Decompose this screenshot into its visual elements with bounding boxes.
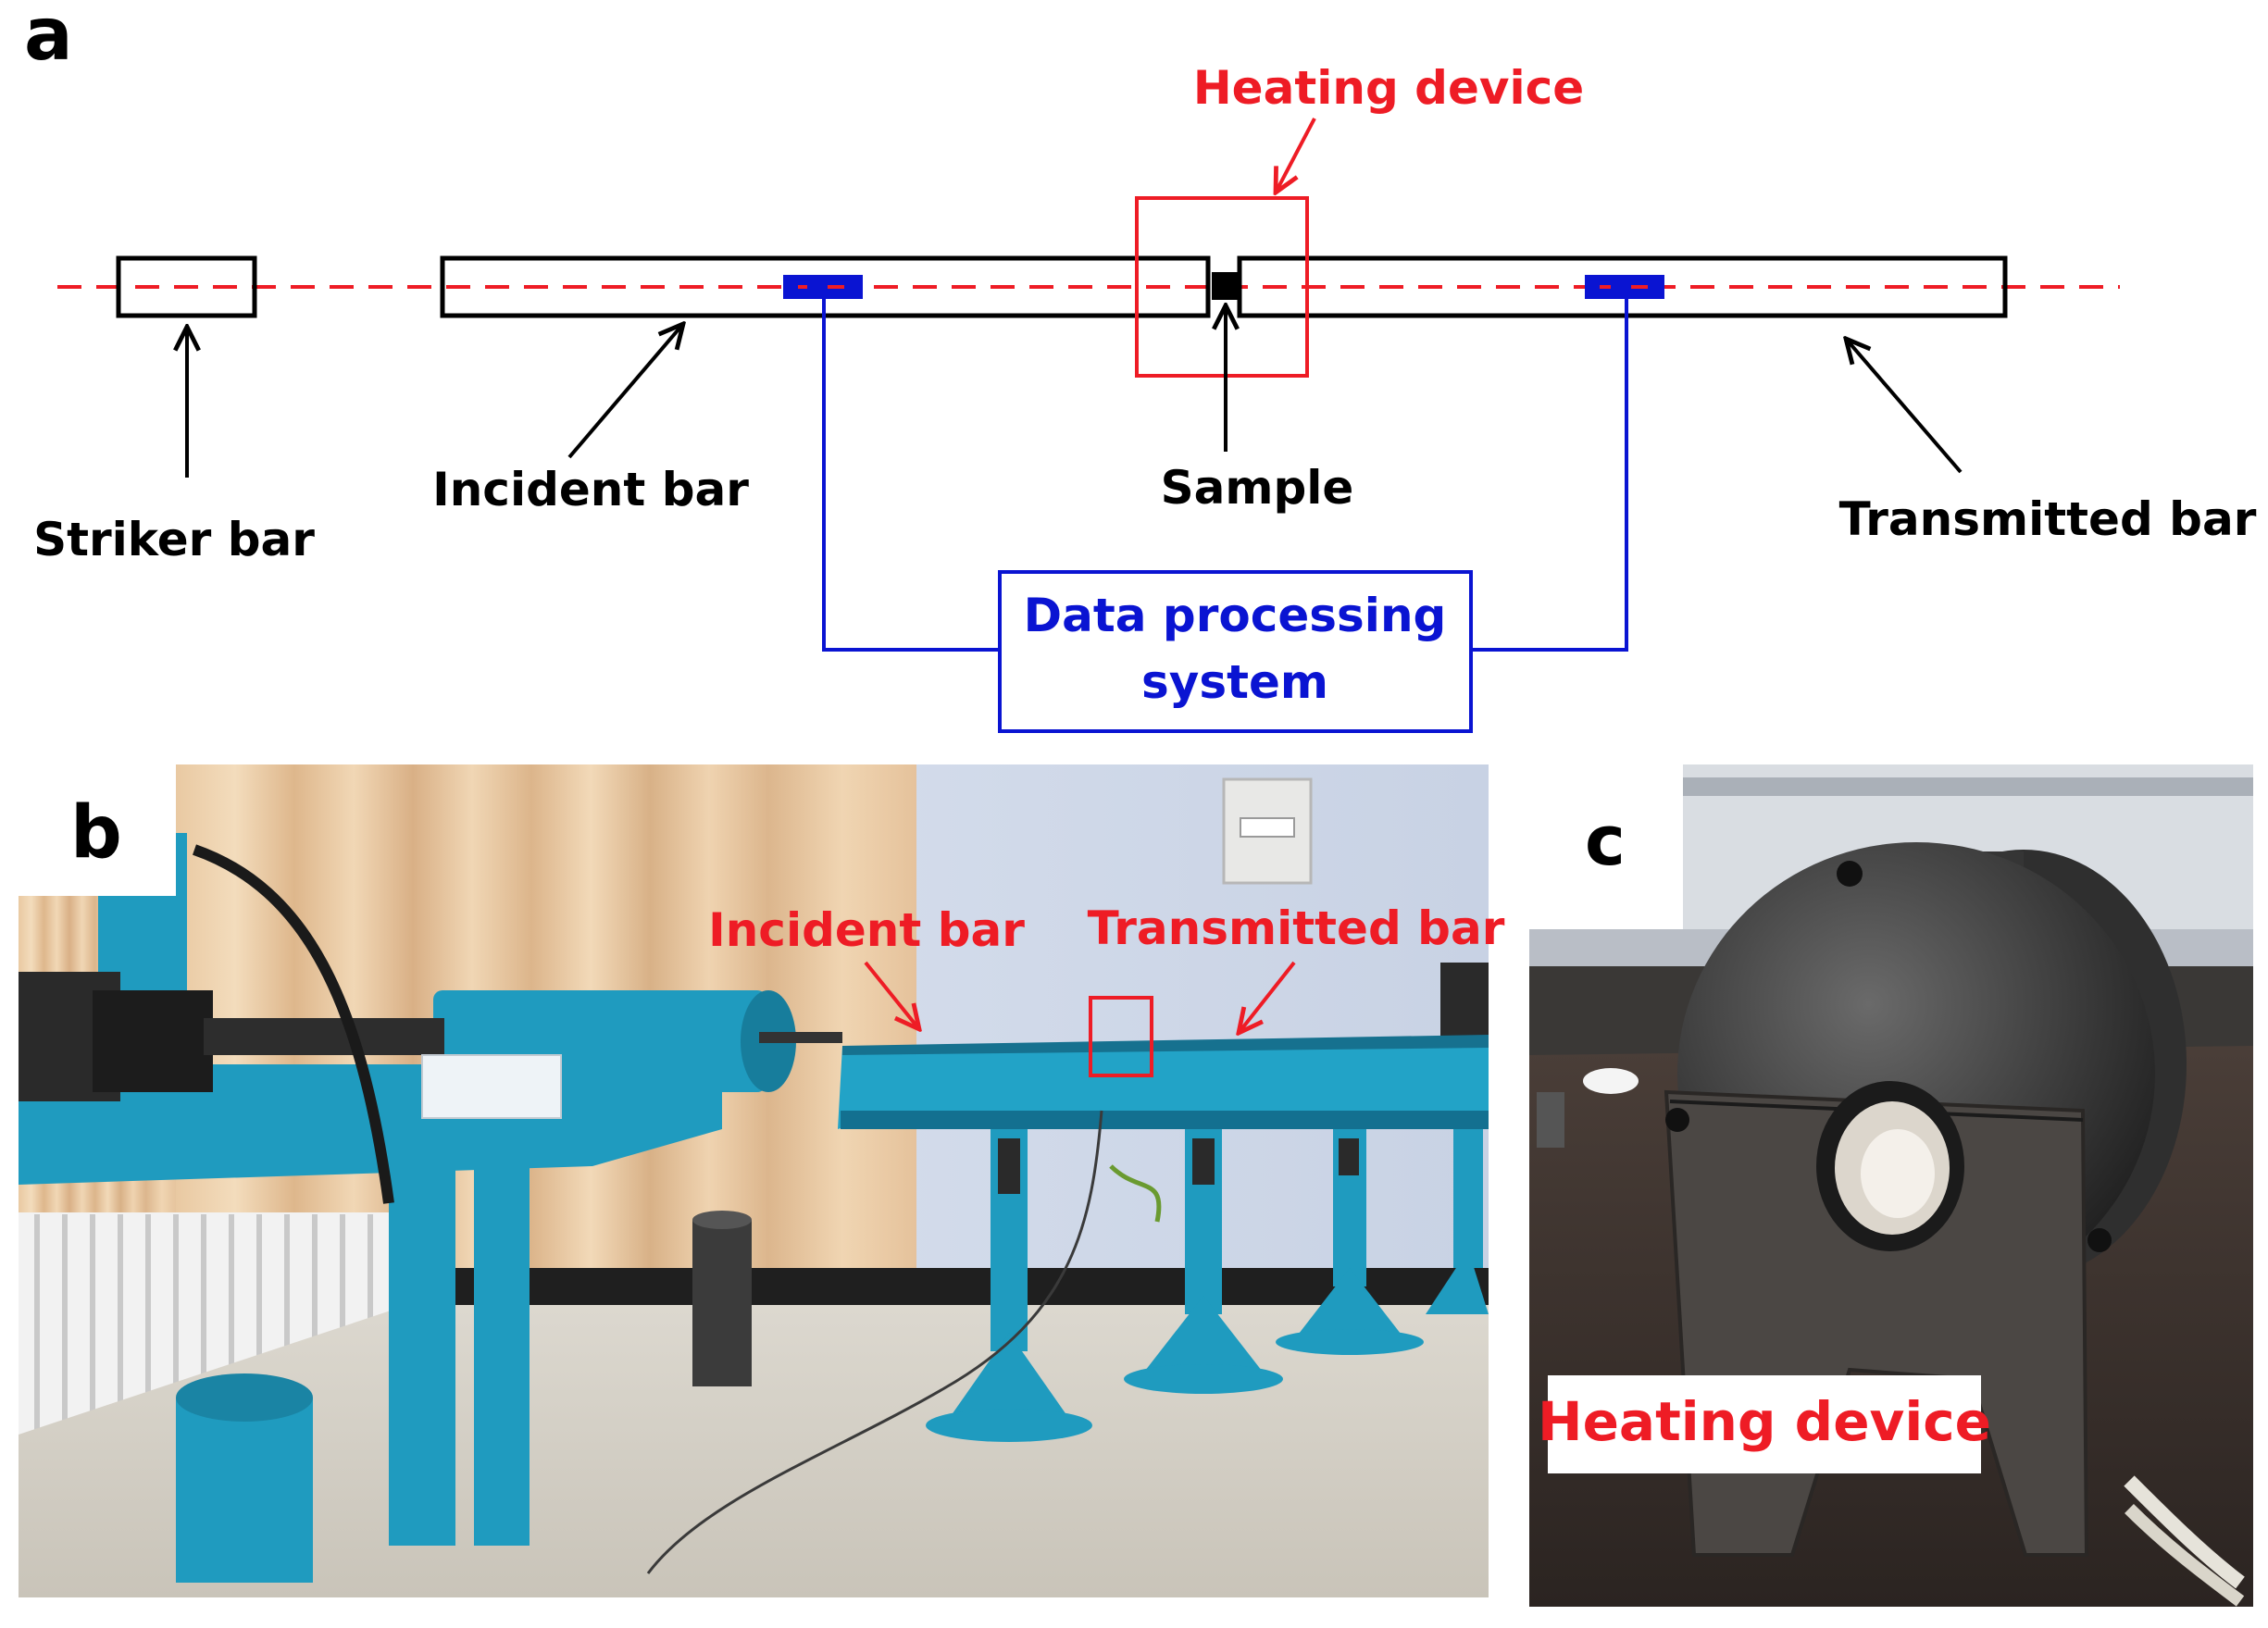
gas-gun-barrel — [19, 844, 842, 1204]
panel-b-photo: b Incident bar Transmitted bar — [19, 764, 1505, 1597]
arrow-photo-incident — [864, 961, 919, 1029]
photo-label-heating-device: Heating device — [1538, 1390, 1991, 1453]
panel-label-c: c — [1585, 802, 1626, 881]
data-processing-label-1: Data processing — [1024, 589, 1447, 642]
panel-a-schematic: a Data processing system Heatin — [24, 0, 2257, 733]
label-heating-device: Heating device — [1193, 61, 1584, 115]
heating-device-box — [1135, 196, 1309, 378]
bar-rail — [646, 1035, 1489, 1574]
wire-incident — [822, 299, 1000, 652]
label-sample: Sample — [1161, 461, 1354, 515]
photo-label-incident-bar: Incident bar — [708, 903, 1025, 957]
label-transmitted-bar: Transmitted bar — [1839, 492, 2257, 546]
strain-gauge-incident — [783, 275, 863, 299]
transmitted-bar — [1237, 255, 2008, 318]
heating-device-label-box — [1548, 1375, 1981, 1473]
panel-label-b: b — [70, 791, 122, 875]
data-processing-box — [998, 570, 1473, 733]
strain-gauge-transmitted — [1585, 275, 1664, 299]
sample — [1212, 272, 1238, 300]
wire-transmitted — [1471, 299, 1628, 652]
arrow-incident — [567, 324, 683, 459]
arrow-photo-transmitted — [1239, 961, 1296, 1033]
arrow-heating — [1276, 118, 1316, 193]
panel-label-a: a — [24, 0, 73, 77]
arrow-transmitted — [1846, 339, 1963, 474]
photo-label-transmitted-bar: Transmitted bar — [1088, 901, 1505, 955]
striker-bar — [116, 255, 257, 318]
sample-location-box — [1089, 996, 1153, 1077]
label-incident-bar: Incident bar — [432, 463, 749, 516]
data-processing-label-2: system — [1141, 655, 1328, 709]
label-striker-bar: Striker bar — [33, 513, 315, 566]
panel-c-photo: c Heating device — [1529, 764, 2253, 1607]
